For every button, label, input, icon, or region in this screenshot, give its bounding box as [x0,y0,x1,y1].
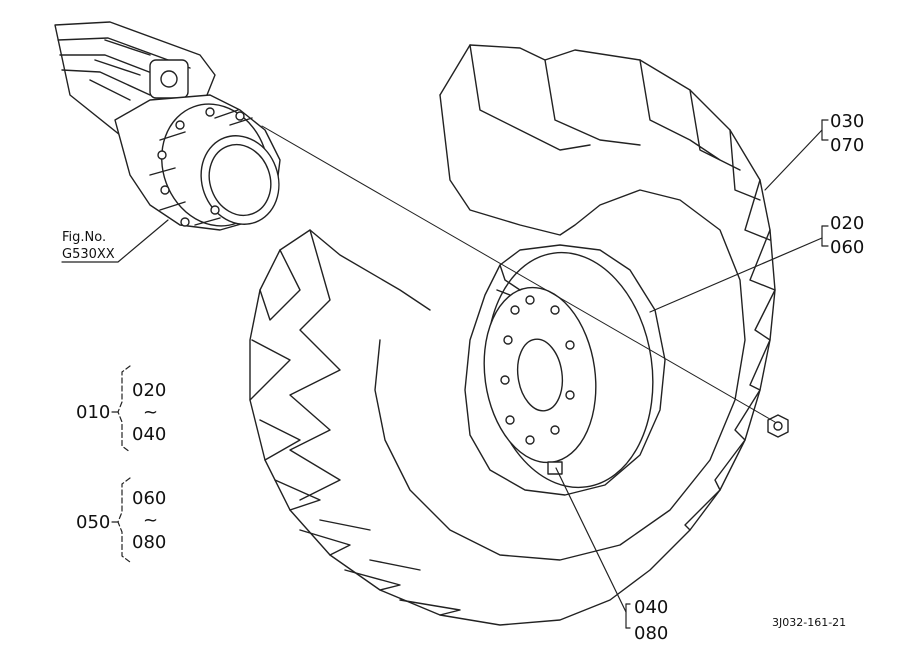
fig-ref-label: Fig.No. [62,230,107,245]
callout-rim-020: 020 [830,213,865,234]
callout-tire-070: 070 [830,135,865,156]
figure-code: 3J032-161-21 [772,616,847,629]
assembly-parent-010: 010 [76,402,111,423]
assembly-parent-050: 050 [76,512,111,533]
callout-rim-060: 060 [830,237,865,258]
rim-drawing [464,244,666,496]
wheel-nut [767,414,789,438]
assembly-from-020: 020 [132,380,167,401]
assembly-brackets [111,365,131,563]
axle-hub-assembly [54,21,281,231]
fig-ref-number: G530XX [62,247,115,262]
assembly-range-tilde: ~ [143,402,159,423]
stud-center-line [261,125,776,423]
assembly-to-080: 080 [132,532,167,553]
callout-valve-040: 040 [634,597,669,618]
callout-valve-080: 080 [634,623,669,644]
leader-lines [61,119,829,629]
assembly-to-040: 040 [132,424,167,445]
assembly-from-060: 060 [132,488,167,509]
assembly-range-tilde: ~ [143,510,159,531]
callout-tire-030: 030 [830,111,865,132]
